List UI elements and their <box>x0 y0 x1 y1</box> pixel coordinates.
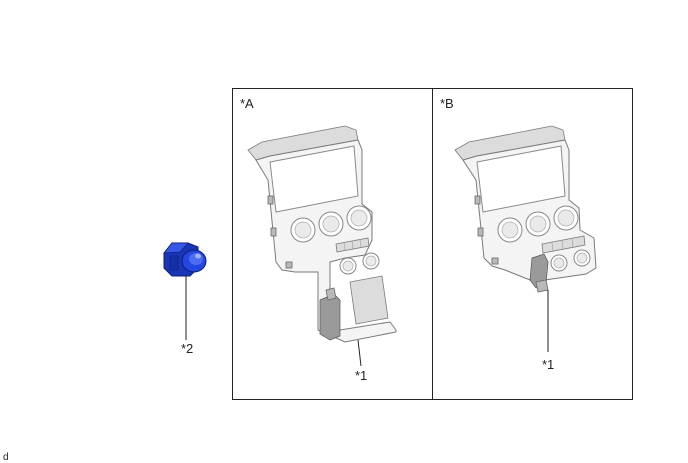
panel-a-label: *A <box>240 96 254 111</box>
mechanism-a <box>319 293 341 341</box>
leader-line-a <box>357 339 362 367</box>
panel-b: *B <box>432 88 633 400</box>
switch-part-2: *2 <box>163 242 207 356</box>
callout-a-1: *1 <box>355 368 367 383</box>
center-bezel-a <box>247 125 397 343</box>
panel-a: *A <box>232 88 433 400</box>
center-bezel-b <box>454 125 597 293</box>
panel-b-frame <box>432 88 633 400</box>
switch-body <box>163 242 207 277</box>
callout-b-1: *1 <box>542 357 554 372</box>
footer-code: d <box>3 452 9 463</box>
display-window-a <box>269 145 359 213</box>
panel-b-label: *B <box>440 96 454 111</box>
callout-2: *2 <box>181 341 193 356</box>
display-window-b <box>476 145 566 213</box>
